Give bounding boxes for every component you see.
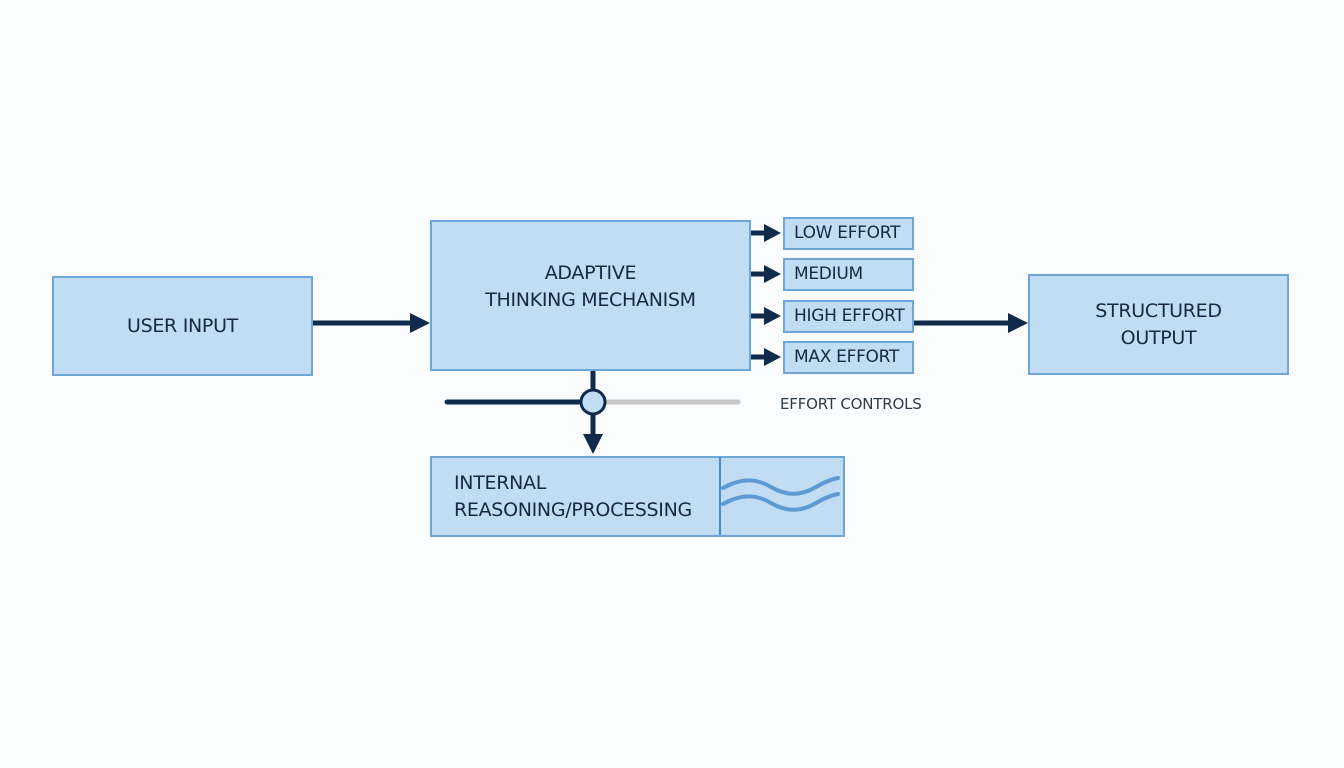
arrow-to-max-effort xyxy=(750,348,781,366)
effort-controls-label: EFFORT CONTROLS xyxy=(780,395,922,413)
internal-label-line1: INTERNAL xyxy=(454,471,547,494)
structured-output-line1: STRUCTURED xyxy=(1095,299,1222,322)
adaptive-label-line1: ADAPTIVE xyxy=(544,262,637,284)
effort-level-low[interactable]: LOW EFFORT xyxy=(783,217,914,250)
effort-level-medium[interactable]: MEDIUM xyxy=(783,258,914,291)
effort-level-label: MEDIUM xyxy=(794,264,863,284)
effort-level-label: HIGH EFFORT xyxy=(794,306,905,326)
wave-icon xyxy=(721,476,840,512)
adaptive-label-line2: THINKING MECHANISM xyxy=(485,289,696,311)
arrow-input-to-mechanism xyxy=(313,313,430,333)
arrow-to-low-effort xyxy=(750,224,781,242)
user-input-label: USER INPUT xyxy=(126,314,238,337)
effort-slider[interactable] xyxy=(444,388,741,416)
effort-level-label: LOW EFFORT xyxy=(794,223,901,243)
effort-level-label: MAX EFFORT xyxy=(794,347,899,367)
structured-output-line2: OUTPUT xyxy=(1120,326,1197,349)
effort-level-high[interactable]: HIGH EFFORT xyxy=(783,300,914,333)
adaptive-thinking-node: ADAPTIVE THINKING MECHANISM xyxy=(430,220,751,371)
internal-label-line2: REASONING/PROCESSING xyxy=(454,498,692,521)
arrow-to-structured-output xyxy=(914,313,1028,333)
effort-level-max[interactable]: MAX EFFORT xyxy=(783,341,914,374)
user-input-node: USER INPUT xyxy=(52,276,313,376)
arrow-to-medium xyxy=(750,265,781,283)
slider-thumb[interactable] xyxy=(579,388,607,416)
structured-output-node: STRUCTURED OUTPUT xyxy=(1028,274,1289,375)
internal-reasoning-node: INTERNAL REASONING/PROCESSING xyxy=(430,456,845,537)
arrow-to-high-effort xyxy=(750,307,781,325)
waves-panel xyxy=(719,458,843,535)
